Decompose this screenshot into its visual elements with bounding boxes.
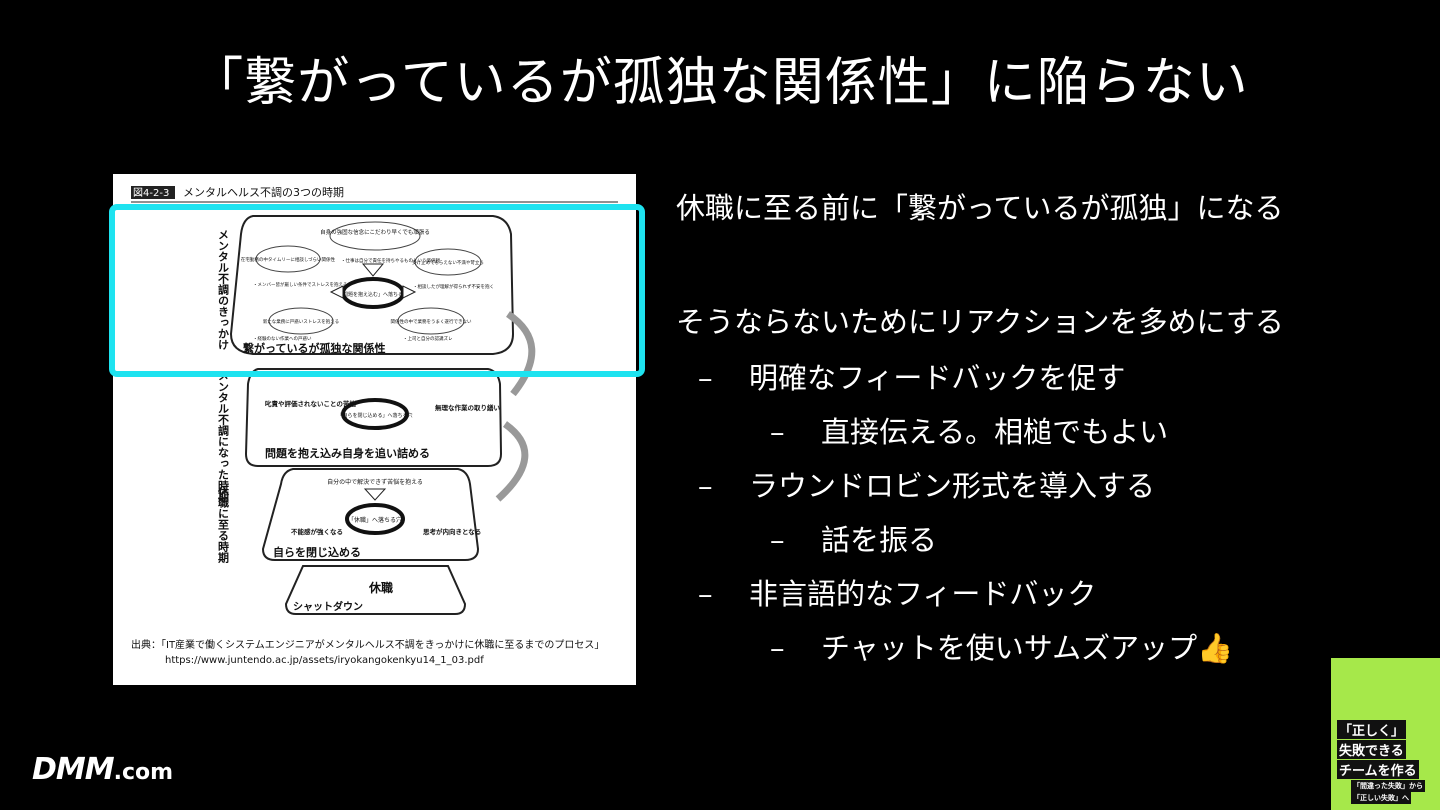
book-cover: 「正しく」 失敗できる チームを作る 「間違った失敗」から 「正しい失敗」へ	[1331, 658, 1440, 810]
figure-source-line2: https://www.juntendo.ac.jp/assets/iryoka…	[165, 655, 484, 666]
bullet-2: ラウンドロビン形式を導入する	[749, 469, 1156, 503]
arrow-2	[495, 421, 529, 502]
layer2-center: 「自らを閉じ込める」へ落ちる穴	[337, 412, 412, 419]
layer2-hole	[341, 398, 409, 430]
bullet-3-sub-text: チャットを使いサムズアップ	[821, 631, 1198, 665]
dash-3a: –	[770, 631, 785, 665]
layer1-note-2: ・メンバー皆が厳しい条件でストレスを抱える	[253, 281, 347, 288]
logo-domain: .com	[113, 760, 174, 785]
dmm-logo: DMM.com	[32, 752, 173, 787]
book-line-2: 失敗できる	[1337, 740, 1406, 759]
logo-main: DMM	[32, 752, 115, 787]
figure-caption-label: 図4-2-3	[133, 187, 169, 199]
heading-2: そうならないためにリアクションを多めにする	[676, 305, 1284, 339]
side-label-1: メンタル不調のきっかけ	[217, 229, 230, 350]
book-line-5: 「正しい失敗」へ	[1351, 792, 1411, 804]
layer1-bubble-left: 在宅勤務の中タイムリーに相談しづらい関係性	[241, 256, 336, 263]
side-label-3: 休職に至る時期	[217, 485, 231, 564]
layer1-bubble-bottom-right: 関係性の中で業務をうまく遂行できない	[391, 318, 472, 325]
book-line-1: 「正しく」	[1337, 720, 1407, 739]
bullet-1-sub: 直接伝える。相槌でもよい	[821, 415, 1169, 449]
layer3-top: 自分の中で解決できず苦悩を抱える	[327, 478, 423, 486]
dash-1a: –	[770, 415, 785, 449]
dash-2a: –	[770, 523, 785, 557]
thumbs-up-icon: 👍	[1197, 631, 1234, 665]
figure-caption-box	[131, 186, 175, 199]
layer4-title: 休職	[368, 580, 393, 595]
layer1-note-3: ・相談したが理解が得られず不安を抱く	[413, 283, 494, 290]
bullet-1: 明確なフィードバックを促す	[749, 361, 1126, 395]
figure-caption-title: メンタルヘルス不調の3つの時期	[183, 185, 344, 199]
layer4-subtitle: シャットダウン	[293, 600, 363, 613]
layer1-center: 「問題を抱え込む」へ落ちる穴	[338, 291, 408, 298]
figure-diagram: 図4-2-3 メンタルヘルス不調の3つの時期 「問題を抱え込む」へ落ちる穴 繋が…	[131, 185, 618, 666]
layer1-title: 繋がっているが孤独な関係性	[243, 341, 385, 355]
side-label-2: メンタル不調になった時期	[217, 370, 230, 503]
layer1-bubble-top: 自身の強固な信念にこだわり早くでも頑張る	[320, 228, 430, 236]
dash-2: –	[698, 469, 713, 503]
layer3-hole	[345, 503, 405, 535]
book-line-3: チームを作る	[1337, 760, 1419, 779]
layer3-center: 「休職」へ落ちる穴	[348, 516, 402, 524]
highlight-box	[109, 204, 645, 377]
layer3-left: 不能感が強くなる	[291, 527, 343, 536]
dash-1: –	[698, 361, 713, 395]
figure-source-line1: 出典：「IT産業で働くシステムエンジニアがメンタルヘルス不調をきっかけに休職に至…	[131, 638, 604, 651]
layer1-bubble-right: 受け止めてもらえない不満や苛立ち	[412, 259, 484, 266]
arrow-1	[505, 311, 536, 397]
figure-image: 図4-2-3 メンタルヘルス不調の3つの時期 「問題を抱え込む」へ落ちる穴 繋が…	[113, 174, 636, 685]
layer4-shape	[284, 565, 467, 615]
heading-1: 休職に至る前に「繋がっているが孤独」になる	[676, 191, 1284, 225]
bullet-2-sub: 話を振る	[821, 523, 938, 557]
layer1-note-4: ・経験のない作業への戸惑い	[253, 335, 312, 342]
layer2-title: 問題を抱え込み自身を追い詰める	[265, 446, 430, 460]
slide-title: 「繋がっているが孤独な関係性」に陥らない	[191, 53, 1249, 113]
layer1-bubble-bottom-left: 新たな業務に戸惑いストレスを抱える	[263, 318, 339, 325]
layer2-left: 叱責や評価されないことの苦悩	[265, 399, 356, 408]
layer1-note-1: ・仕事は自分で責任を持ちやるものという価値観	[341, 257, 440, 264]
bullet-3: 非言語的なフィードバック	[749, 577, 1097, 611]
layer3-title: 自らを閉じ込める	[273, 545, 361, 559]
layer3-right: 思考が内向きとなる	[423, 527, 481, 536]
layer2-right: 無理な作業の取り繕い	[435, 403, 501, 412]
layer1-note-5: ・上司と自分の認識ズレ	[403, 335, 453, 342]
dash-3: –	[698, 577, 713, 611]
book-line-4: 「間違った失敗」から	[1351, 780, 1425, 792]
bullet-3-sub: チャットを使いサムズアップ👍	[821, 628, 1233, 668]
